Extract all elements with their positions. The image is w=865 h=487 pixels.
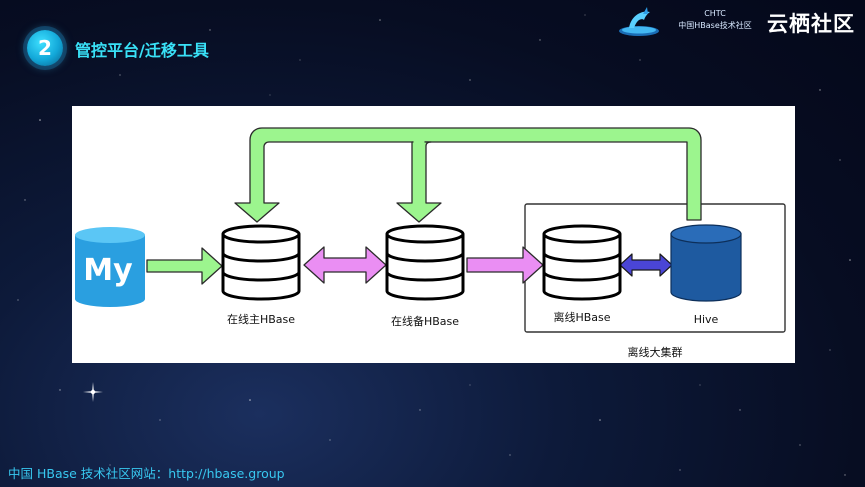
bright-star: [83, 382, 103, 402]
slide-title: 管控平台/迁移工具: [75, 41, 209, 60]
chtc-dolphin-icon: [619, 7, 659, 36]
online-primary-label: 在线主HBase: [227, 312, 295, 326]
online-primary-hbase-icon: [221, 224, 301, 301]
hive-database-icon: [670, 224, 742, 302]
offline-cluster-label: 离线大集群: [628, 345, 683, 359]
green-arrow-mysql-to-primary: [146, 247, 223, 285]
online-standby-label: 在线备HBase: [391, 314, 459, 328]
chtc-line2: 中国HBase技术社区: [678, 21, 752, 30]
chtc-logo-text: CHTC 中国HBase技术社区: [669, 8, 761, 32]
migration-diagram: My 在线主HBase 在线备HBase 离线HBase: [75, 127, 786, 359]
mysql-logo-text: My: [83, 253, 133, 288]
hive-label: Hive: [694, 313, 719, 326]
offline-hbase-icon: [542, 224, 622, 301]
header-logos: CHTC 中国HBase技术社区 云栖社区: [617, 4, 857, 38]
blue-bidirectional-arrow: [619, 253, 673, 277]
yunqi-community-logo: 云栖社区: [767, 12, 855, 36]
section-number: 2: [38, 36, 52, 60]
pink-bidirectional-arrow: [303, 246, 387, 284]
chtc-line1: CHTC: [704, 9, 726, 18]
offline-hbase-label: 离线HBase: [553, 310, 610, 324]
footer-website: 中国 HBase 技术社区网站：http://hbase.group: [8, 466, 285, 481]
green-branch-arrow: [396, 141, 442, 223]
pink-arrow-standby-to-offline: [466, 246, 544, 284]
green-return-arrow: [234, 127, 702, 223]
online-standby-hbase-icon: [385, 224, 465, 301]
mysql-database-icon: My: [75, 227, 145, 307]
diagram-panel: My 在线主HBase 在线备HBase 离线HBase: [72, 106, 795, 363]
section-number-badge: 2: [27, 30, 63, 66]
